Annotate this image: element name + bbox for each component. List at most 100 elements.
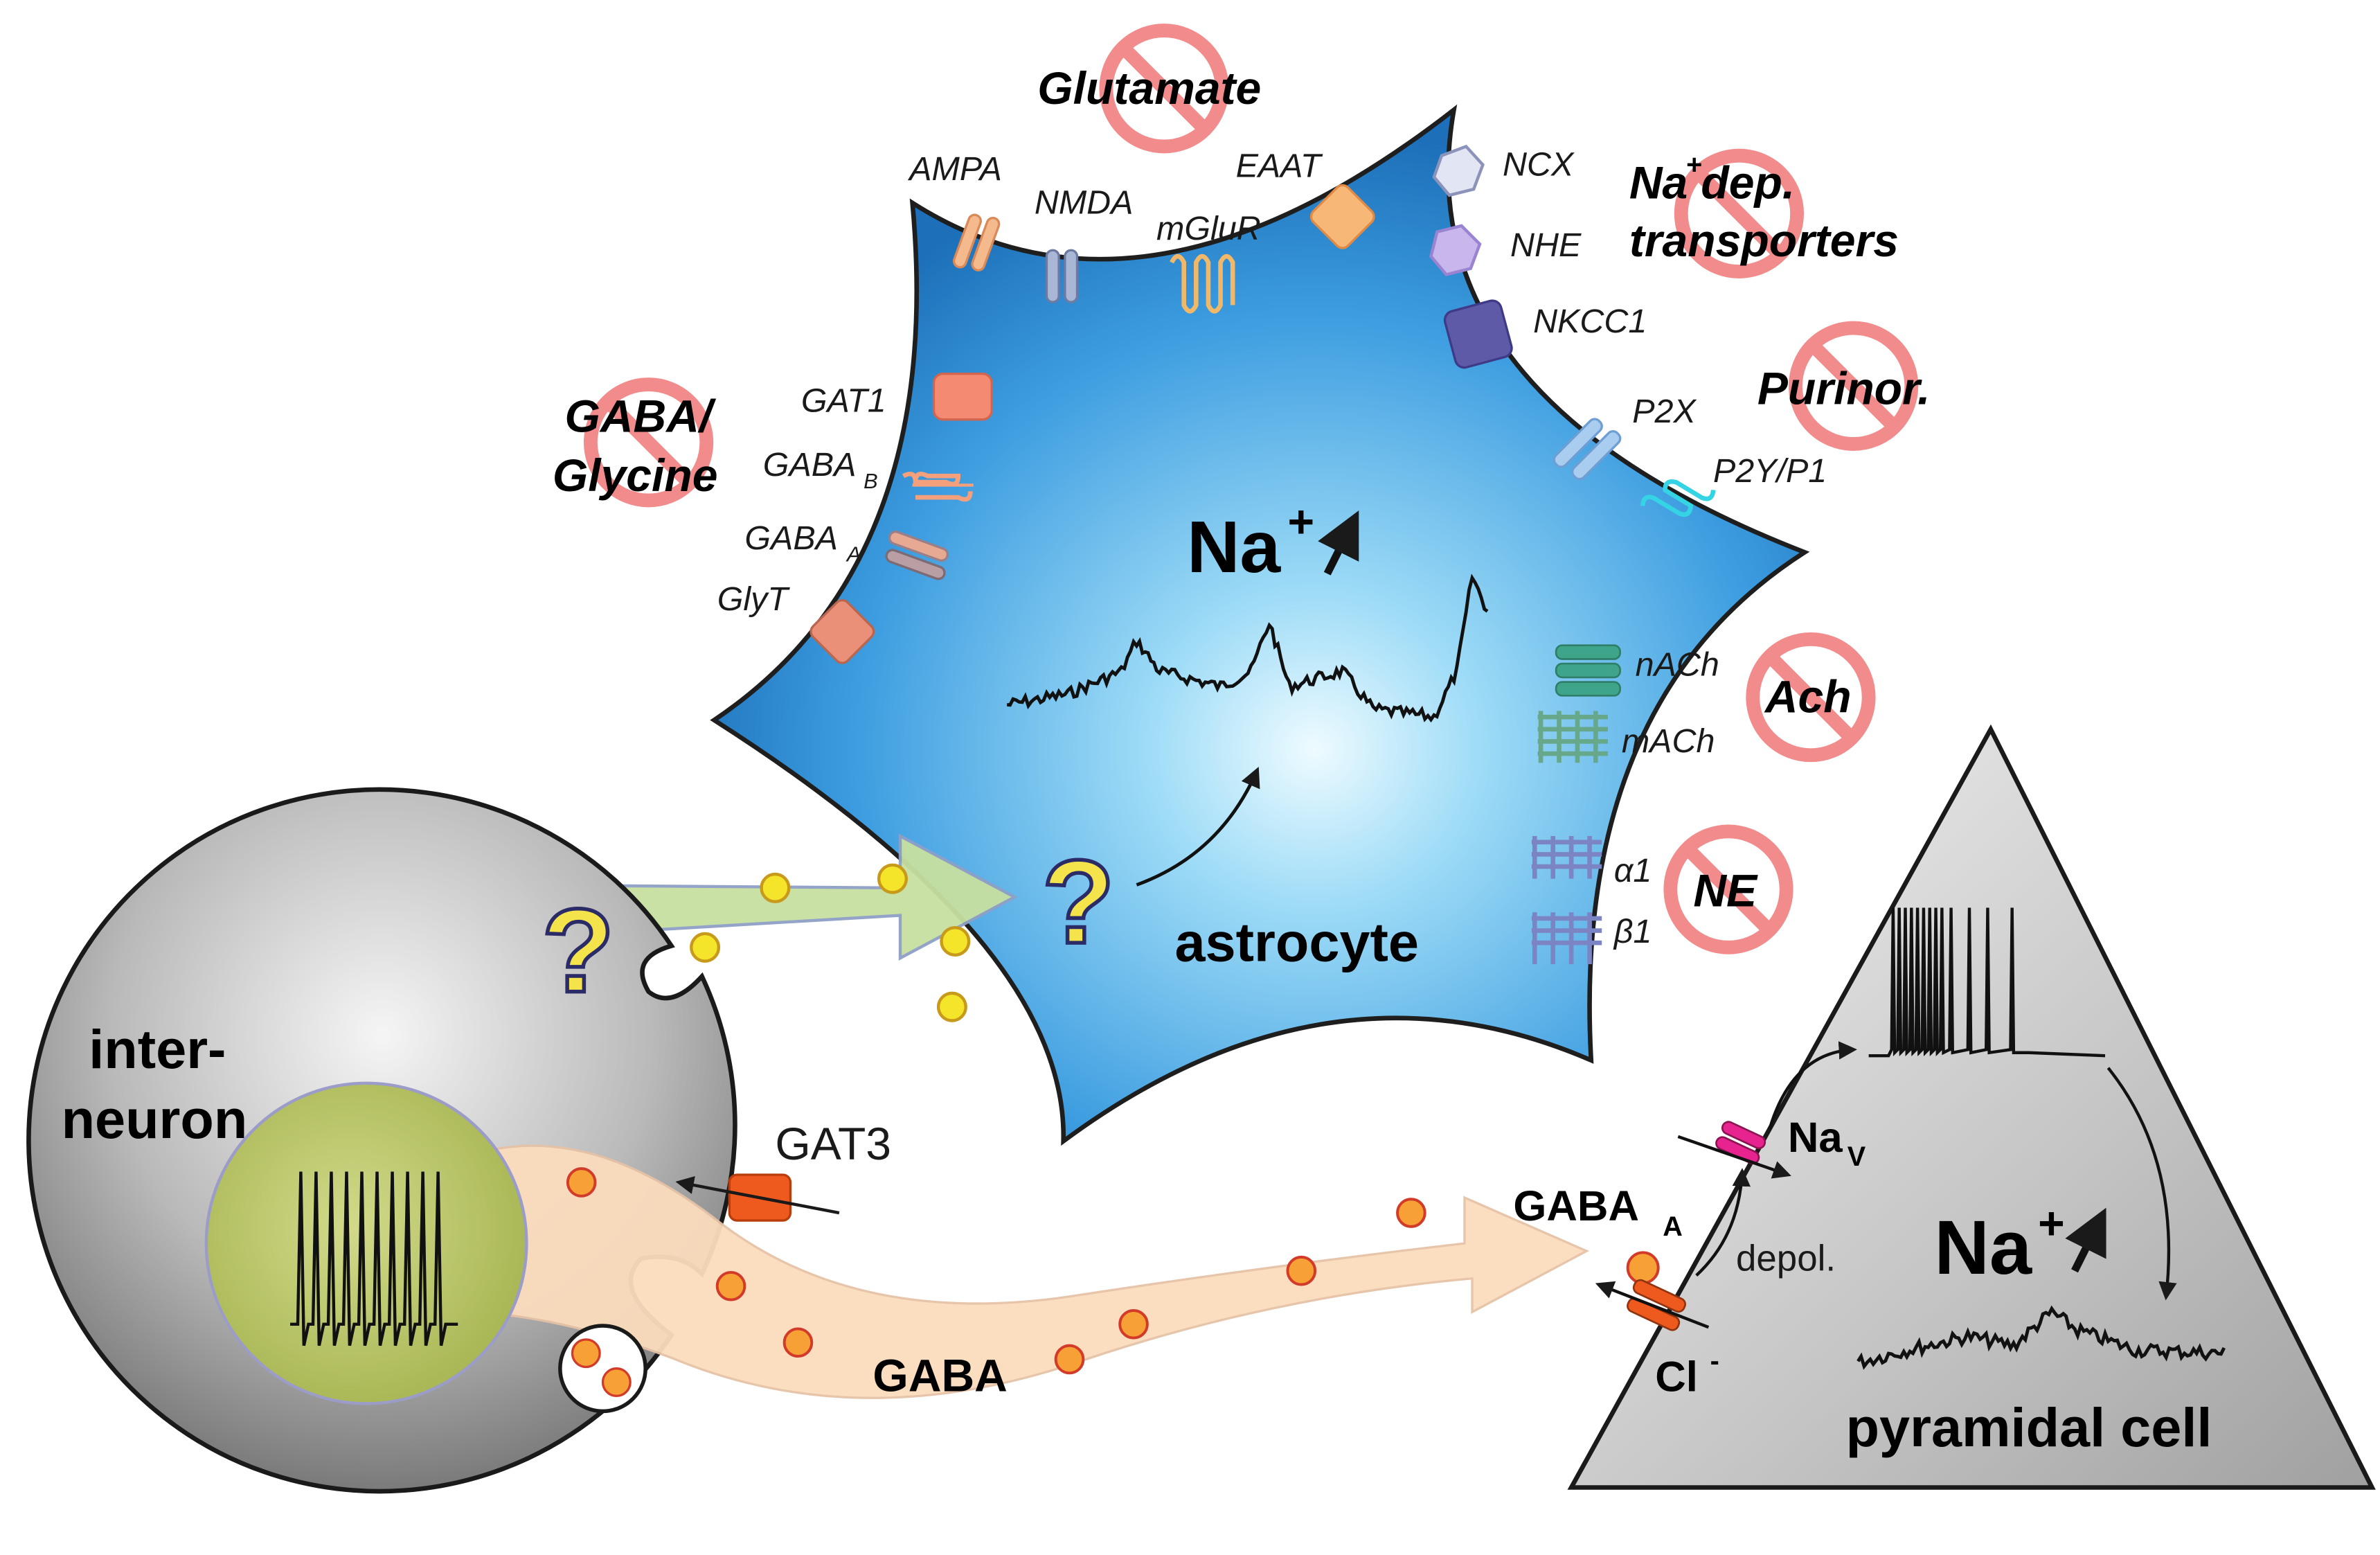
p2x-label: P2X (1632, 393, 1697, 430)
astrocyte-question-icon: ? (1042, 835, 1115, 968)
gaba-dot (715, 1270, 746, 1301)
nkcc1-transporter-icon (1443, 299, 1513, 369)
ncx-transporter-icon (1432, 144, 1485, 197)
depol-arrow (1695, 1168, 1751, 1277)
gaba-dot (566, 1167, 597, 1198)
orange-gaba-arrow (456, 1144, 1589, 1399)
gat1-label: GAT1 (801, 382, 886, 420)
interneuron-question-icon: ? (542, 885, 614, 1018)
glyt-label: GlyT (717, 580, 791, 618)
na-dep-title-sup: + (1685, 150, 1701, 180)
astrocyte-na-sup: + (1287, 496, 1314, 547)
astrocyte-na-label: Na (1187, 506, 1281, 588)
na-dep-title-na: Na (1629, 157, 1688, 208)
glyt-transporter-icon (809, 598, 875, 664)
ach-title: Ach (1764, 672, 1852, 723)
unknown-dot (690, 932, 721, 963)
gaba-dot (1626, 1251, 1660, 1285)
astrocyte-na-trace (1006, 574, 1489, 723)
mglur-label: mGluR (1156, 210, 1261, 247)
ncx-label: NCX (1503, 145, 1575, 183)
nmda-label: NMDA (1035, 184, 1134, 221)
ampa-label: AMPA (907, 150, 1002, 188)
astrocyte-question-arrow (1136, 766, 1260, 887)
pyramidal-na-sup: + (2038, 1198, 2065, 1249)
nav-label: Na (1788, 1114, 1843, 1162)
interneuron-label-line1: inter- (89, 1018, 226, 1080)
interneuron-label-line2: neuron (62, 1088, 248, 1150)
depol-label: depol. (1736, 1238, 1836, 1279)
gat1-transporter-icon (932, 372, 993, 421)
beta1-label: β1 (1613, 913, 1652, 950)
gaba-flow-label: GABA (873, 1351, 1008, 1402)
prohibit-ach-icon (1746, 632, 1876, 763)
na-dep-title-rest: dep. (1701, 157, 1795, 208)
cl-arrow (1595, 1281, 1710, 1329)
interneuron-nucleus (204, 1081, 528, 1405)
gat3-label: GAT3 (775, 1119, 891, 1170)
eaat-label: EAAT (1236, 147, 1323, 184)
interneuron-spike-path (289, 1171, 458, 1347)
pyr-gaba-a-label: GABA (1513, 1182, 1639, 1230)
astrocyte-label: astrocyte (1174, 912, 1419, 973)
interneuron-spike-train (289, 1171, 458, 1347)
purinor-title: Purinor. (1757, 364, 1931, 415)
beta1-receptor-icon (1531, 912, 1602, 965)
p2y-label: P2Y/P1 (1713, 452, 1827, 490)
prohibit-na-dep-icon (1674, 148, 1805, 278)
nhe-label: NHE (1510, 226, 1582, 264)
gaba-a-sub: A (845, 542, 861, 567)
unknown-dot (760, 872, 791, 903)
mach-label: mACh (1622, 722, 1715, 760)
cl-sup: - (1710, 1346, 1719, 1376)
pyr-gaba-a-receptor-icon (1627, 1279, 1686, 1331)
gaba-glycine-title-line2: Glycine (553, 450, 718, 501)
gaba-dot (782, 1327, 814, 1358)
nach-receptor-icon (1555, 644, 1621, 697)
gaba-dots (566, 1167, 1660, 1375)
pyramidal-na-trace (1856, 1305, 2226, 1370)
prohibit-gaba-glycine-icon (583, 377, 714, 508)
pyramidal-na-up-arrow-icon (2065, 1207, 2106, 1273)
pyramidal-spike-path (1868, 907, 2106, 1058)
mglur-receptor-icon (1170, 254, 1235, 314)
glutamate-title: Glutamate (1037, 63, 1261, 114)
nav-channel-icon (1715, 1121, 1766, 1165)
unknown-dot (940, 925, 971, 957)
gaba-dot (1054, 1344, 1085, 1375)
p2x-receptor-icon (1553, 418, 1622, 481)
nmda-receptor-icon (1045, 249, 1079, 303)
p2y-receptor-icon (1640, 479, 1716, 517)
gaba-glycine-title-line1: GABA/ (564, 391, 717, 442)
cl-label: Cl (1655, 1353, 1698, 1401)
prohibit-purinor-icon (1789, 321, 1919, 451)
gat3-arrow (675, 1175, 840, 1215)
gaba-b-label: GABA (763, 446, 857, 483)
unknown-dot (936, 991, 967, 1022)
gaba-vesicle (558, 1324, 647, 1414)
nav-arrow (1677, 1135, 1791, 1179)
nkcc1-label: NKCC1 (1533, 303, 1647, 340)
pyramidal-spike-train (1868, 907, 2106, 1058)
gaba-dot (1286, 1255, 1317, 1286)
eaat-transporter-icon (1309, 184, 1375, 249)
unknown-dot (877, 863, 909, 894)
ne-title: NE (1693, 865, 1758, 916)
nhe-transporter-icon (1429, 224, 1482, 276)
pyramidal-curve-arrow-top (1768, 1041, 1857, 1130)
gaba-b-sub: B (864, 469, 878, 493)
gaba-a-label: GABA (744, 519, 838, 557)
alpha1-receptor-icon (1531, 836, 1602, 879)
pyramidal-na-label: Na (1934, 1205, 2032, 1290)
vesicle-gaba-dot (601, 1367, 632, 1397)
astrocyte-na-up-arrow-icon (1318, 510, 1359, 576)
pyr-gaba-a-sub: A (1663, 1211, 1683, 1242)
unknown-transmitter-dots (690, 863, 971, 1022)
prohibit-glutamate-icon (1099, 24, 1229, 154)
pyramidal-label: pyramidal cell (1846, 1396, 2212, 1458)
gaba-b-receptor-icon (902, 472, 974, 502)
vesicle-gaba-dot (571, 1338, 601, 1369)
ampa-receptor-icon (952, 213, 1001, 272)
